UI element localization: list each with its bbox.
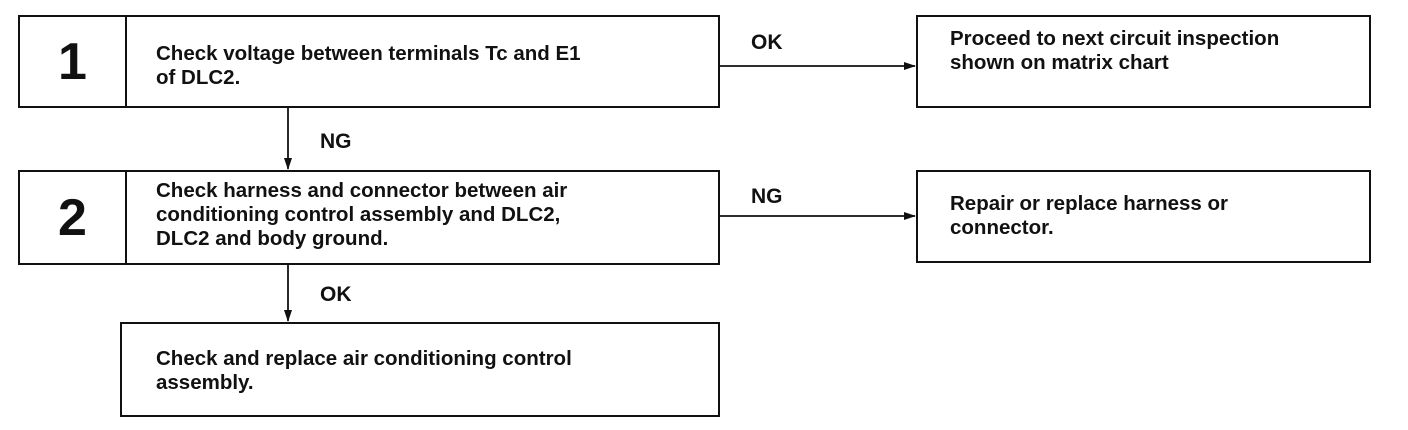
edge-label-step2-ok: OK bbox=[320, 283, 352, 306]
result-next-inspection-box: Proceed to next circuit inspection shown… bbox=[916, 15, 1371, 108]
step-1-number: 1 bbox=[20, 17, 127, 106]
result-next-inspection-text: Proceed to next circuit inspection shown… bbox=[950, 27, 1280, 74]
step-2-number: 2 bbox=[20, 172, 127, 263]
edge-label-step2-ng: NG bbox=[751, 185, 783, 208]
edge-label-step1-ng: NG bbox=[320, 130, 352, 153]
result-repair-harness-text: Repair or replace harness or connector. bbox=[950, 192, 1229, 239]
step-2-box: 2 Check harness and connector between ai… bbox=[18, 170, 720, 265]
result-repair-harness-box: Repair or replace harness or connector. bbox=[916, 170, 1371, 263]
result-replace-control-box: Check and replace air conditioning contr… bbox=[120, 322, 720, 417]
step-1-box: 1 Check voltage between terminals Tc and… bbox=[18, 15, 720, 108]
edge-label-step1-ok: OK bbox=[751, 31, 783, 54]
step-1-text: Check voltage between terminals Tc and E… bbox=[156, 42, 581, 89]
result-replace-control-text: Check and replace air conditioning contr… bbox=[156, 347, 572, 394]
step-2-text: Check harness and connector between air … bbox=[156, 179, 568, 250]
